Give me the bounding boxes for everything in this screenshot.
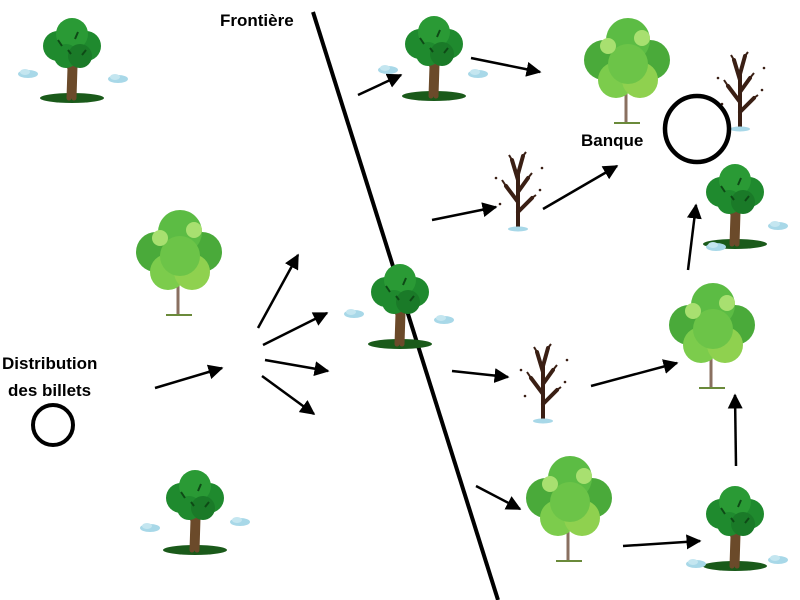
tree-icon	[18, 18, 128, 103]
border-label: Frontière	[220, 11, 294, 30]
arrow	[256, 253, 300, 329]
leafy-tree-icon	[667, 281, 757, 390]
distribution-circle-icon	[31, 403, 75, 447]
bank-label: Banque	[581, 131, 644, 150]
leafy-tree-icon	[524, 454, 614, 563]
leafy-tree-icon	[134, 208, 224, 317]
arrow	[622, 534, 702, 550]
arrow	[686, 203, 702, 271]
tree-icon	[686, 486, 788, 571]
arrow	[431, 202, 498, 222]
distribution-label-line2: des billets	[8, 381, 92, 400]
flow-arrows	[154, 56, 743, 550]
leafy-tree-icon	[582, 16, 672, 125]
arrow	[475, 484, 522, 511]
arrow	[264, 358, 330, 377]
tree-icon	[703, 164, 788, 251]
tree-icon	[344, 264, 454, 349]
arrow	[262, 311, 329, 347]
bank-circle-icon	[662, 93, 732, 165]
distribution-label-line1: Distribution	[2, 354, 98, 373]
arrow	[590, 359, 679, 388]
arrow	[727, 393, 743, 467]
bare-tree-icon	[517, 342, 571, 426]
arrow	[261, 374, 316, 416]
arrow	[154, 364, 224, 390]
bare-tree-icon	[492, 150, 546, 234]
tree-icon	[140, 470, 250, 555]
arrow	[357, 73, 403, 97]
arrow	[542, 164, 619, 211]
arrow	[451, 368, 510, 384]
arrow	[470, 56, 542, 77]
